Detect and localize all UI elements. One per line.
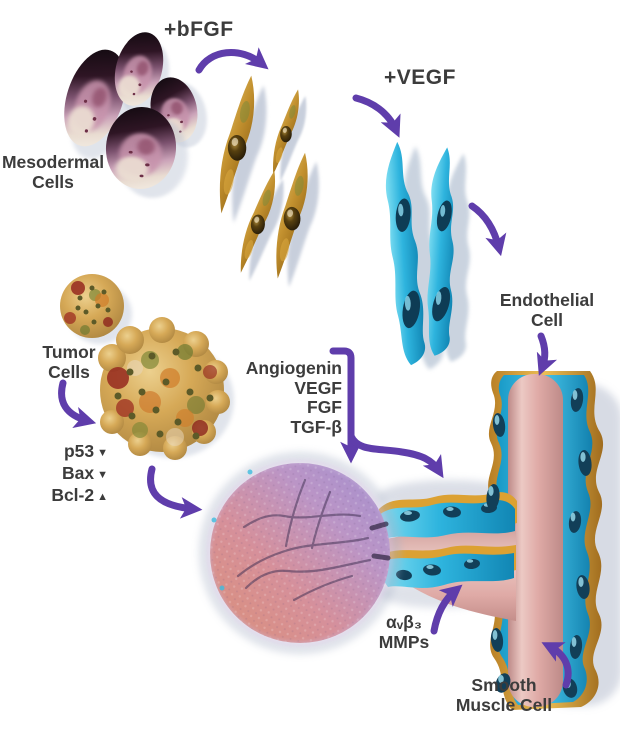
angioblast-cells-image bbox=[212, 73, 325, 289]
arrow-endothelial-icon bbox=[536, 332, 557, 376]
factor-vegf: VEGF bbox=[294, 377, 342, 398]
tumor-vasculature bbox=[236, 478, 372, 602]
arrow-vegf-icon bbox=[352, 94, 401, 138]
tumor-mass-image bbox=[199, 452, 401, 654]
marker-bcl2: Bcl-2▲ bbox=[51, 485, 108, 505]
blood-vessel-image bbox=[374, 371, 604, 710]
marker-p53: p53▼ bbox=[63, 441, 108, 461]
sprout-upper-wall bbox=[376, 500, 515, 539]
arrow-tumor-cells-icon bbox=[58, 379, 97, 428]
bfgf-label: +bFGF bbox=[164, 18, 234, 42]
factor-fgf: FGF bbox=[307, 397, 342, 418]
smooth-muscle-cell-label: Smooth Muscle Cell bbox=[455, 675, 553, 716]
vessel-lumen bbox=[508, 374, 563, 707]
sprout-lower-wall bbox=[380, 553, 514, 588]
bfgf-text: +bFGF bbox=[164, 18, 234, 41]
down-triangle-icon: ▼ bbox=[97, 469, 108, 481]
tumor-spheroid-small-image bbox=[60, 274, 132, 344]
factor-angiogenin: Angiogenin bbox=[245, 358, 342, 378]
endothelial-cell-label: Endothelial Cell bbox=[499, 290, 595, 331]
tumor-cells-label: Tumor Cells bbox=[42, 342, 96, 383]
tumor-spheroid-large-image bbox=[98, 317, 234, 460]
arrow-to-vessel-icon bbox=[468, 202, 507, 257]
marker-bax: Bax▼ bbox=[62, 463, 108, 483]
up-triangle-icon: ▲ bbox=[97, 491, 108, 503]
arrow-avb3-icon bbox=[430, 584, 463, 635]
endothelial-nuclei bbox=[486, 388, 592, 698]
arrow-factors-to-tumor-icon bbox=[329, 347, 362, 464]
mmps-text: MMPs bbox=[378, 632, 430, 653]
flow-arrows bbox=[58, 47, 572, 689]
invasion-markers-label: αᵥβ₃ MMPs bbox=[360, 612, 448, 652]
vegf-label: +VEGF bbox=[384, 66, 456, 90]
arrow-bfgf-icon bbox=[195, 47, 269, 74]
avb3-text: αᵥβ₃ bbox=[386, 612, 422, 632]
apoptosis-markers-list: p53▼ Bax▼ Bcl-2▲ bbox=[20, 441, 108, 507]
factor-tgfb: TGF-β bbox=[290, 416, 342, 437]
arrow-to-tumor-mass-icon bbox=[147, 465, 203, 519]
endothelial-precursor-cells-image bbox=[384, 140, 480, 371]
down-triangle-icon: ▼ bbox=[97, 447, 108, 459]
angiogenic-factors-list: Angiogenin VEGF FGF TGF-β bbox=[216, 358, 342, 437]
arrow-smooth-muscle-icon bbox=[541, 642, 572, 689]
mesodermal-cells-label: Mesodermal Cells bbox=[1, 152, 105, 193]
arrow-factors-to-sprout-icon bbox=[347, 432, 444, 479]
vegf-text: +VEGF bbox=[384, 66, 456, 89]
